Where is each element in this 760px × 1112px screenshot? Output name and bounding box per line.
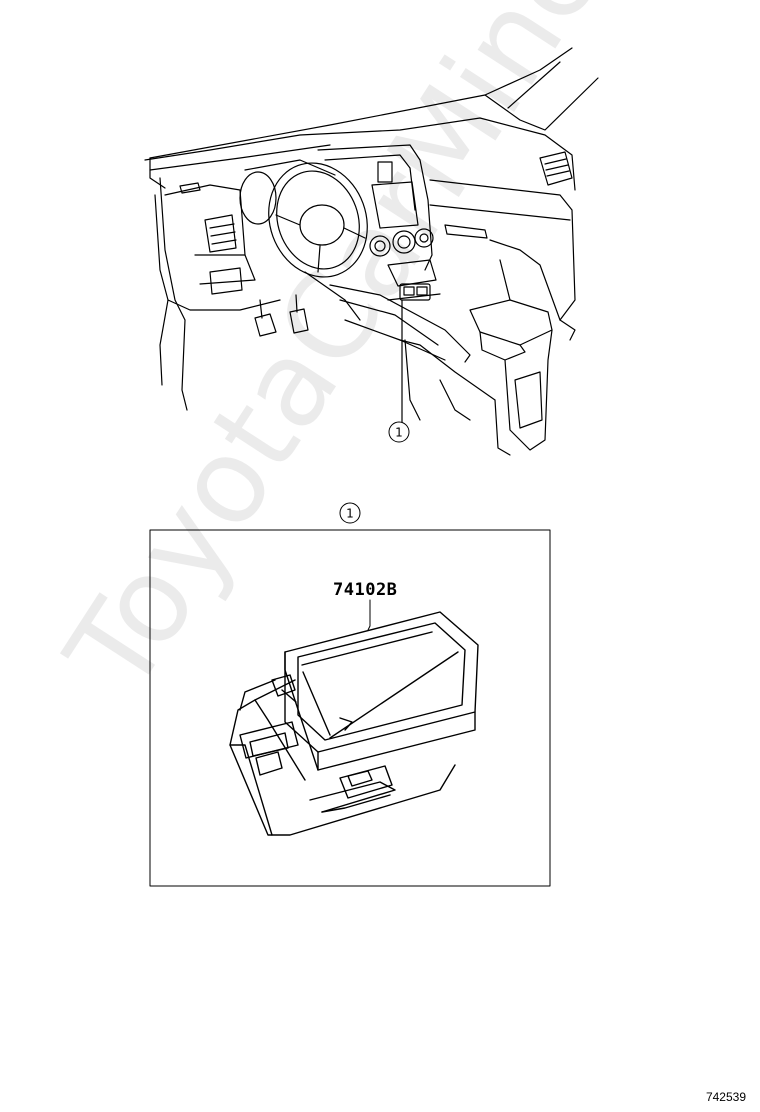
callout-number-detail: 1 <box>346 507 354 521</box>
part-number-label: 74102B <box>333 580 398 600</box>
illustration-number: 742539 <box>705 1090 746 1104</box>
callout-number-top: 1 <box>395 426 403 440</box>
